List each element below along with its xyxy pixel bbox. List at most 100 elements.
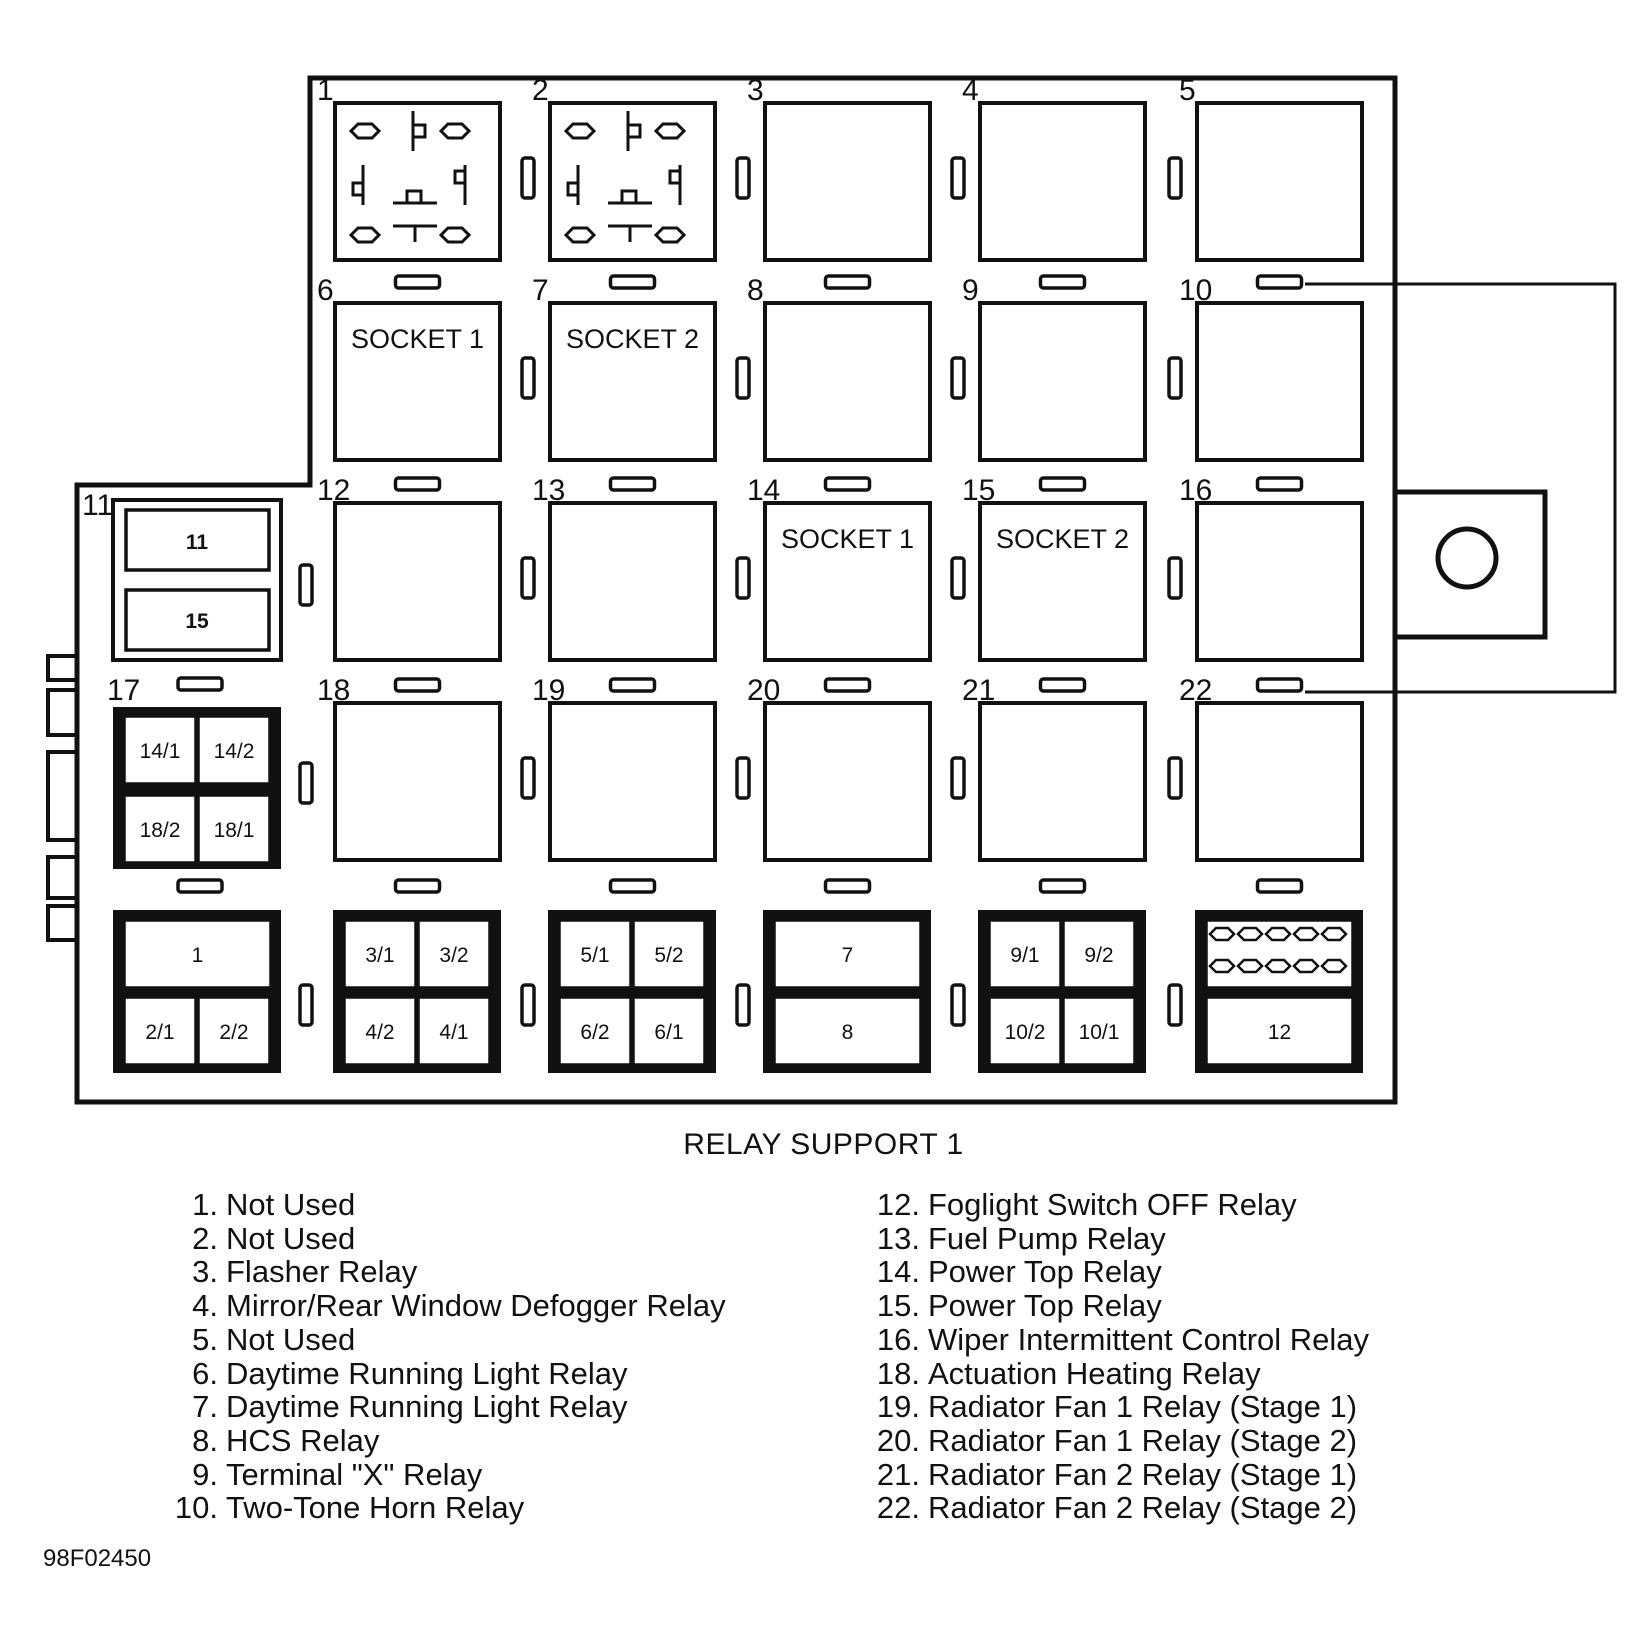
legend-text: HCS Relay	[226, 1422, 380, 1458]
legend-left-item: 7.Daytime Running Light Relay	[158, 1390, 726, 1424]
legend-text: Not Used	[226, 1220, 356, 1256]
position-number-20: 20	[747, 674, 780, 707]
legend-number: 7.	[192, 1389, 218, 1425]
fuse-11	[124, 508, 271, 572]
fuse-3-2	[416, 918, 492, 990]
terminal-slot	[176, 878, 224, 894]
relay-socket-8	[763, 301, 932, 462]
legend-text: Radiator Fan 2 Relay (Stage 2)	[928, 1490, 1358, 1526]
legend-left-item: 8.HCS Relay	[158, 1424, 726, 1458]
fuse-module-b4: 78	[763, 910, 931, 1073]
terminal-slot	[1167, 356, 1183, 400]
relay-pin-pattern-1	[348, 111, 472, 244]
fuse-7	[772, 918, 923, 990]
position-number-4: 4	[962, 74, 979, 107]
side-clips	[46, 654, 75, 942]
fuse-14-1	[122, 714, 198, 786]
terminal-slot	[608, 677, 657, 693]
fuse-module-b6: 12	[1195, 910, 1363, 1073]
legend-text: Flasher Relay	[226, 1254, 418, 1290]
position-number-13: 13	[532, 474, 565, 507]
terminal-slot	[608, 274, 657, 290]
fuse-4-1-label: 4/1	[439, 1021, 468, 1044]
legend-left-item: 5.Not Used	[158, 1323, 726, 1357]
terminal-slot	[823, 677, 872, 693]
fuse-8	[772, 995, 923, 1067]
terminal-slot	[735, 156, 751, 200]
legend-number: 22.	[876, 1490, 920, 1526]
legend-text: Power Top Relay	[928, 1254, 1162, 1290]
legend-number: 13.	[876, 1220, 920, 1256]
legend-right-item: 19.Radiator Fan 1 Relay (Stage 1)	[862, 1390, 1369, 1424]
position-number-6: 6	[317, 274, 334, 307]
terminal-slot	[393, 476, 442, 492]
fuse-9-1	[987, 918, 1063, 990]
legend-right-item: 22.Radiator Fan 2 Relay (Stage 2)	[862, 1491, 1369, 1525]
legend-text: Daytime Running Light Relay	[226, 1355, 628, 1391]
position-number-14: 14	[747, 474, 780, 507]
terminal-slot	[950, 356, 966, 400]
relay-socket-21	[978, 701, 1147, 862]
legend-text: Power Top Relay	[928, 1288, 1162, 1324]
terminal-slot	[393, 878, 442, 894]
terminal-slot	[735, 356, 751, 400]
position-number-12: 12	[317, 474, 350, 507]
relay-socket-6	[333, 301, 502, 462]
fuse-15	[124, 588, 271, 652]
fuse-5-1-label: 5/1	[580, 944, 609, 967]
legend-number: 5.	[192, 1321, 218, 1357]
relay-socket-22	[1195, 701, 1364, 862]
fuse-1-label: 1	[192, 944, 204, 967]
legend-number: 4.	[192, 1288, 218, 1324]
fuse-4-2	[342, 995, 418, 1067]
fuse-14-2	[196, 714, 272, 786]
fuse-3-1-label: 3/1	[365, 944, 394, 967]
pin-block-pattern	[1208, 926, 1348, 974]
position-number-1: 1	[317, 74, 334, 107]
fuse-2-1-label: 2/1	[145, 1021, 174, 1044]
fuse-18-2	[122, 793, 198, 865]
position-number-21: 21	[962, 674, 995, 707]
position-number-7: 7	[532, 274, 549, 307]
terminal-slot	[1255, 476, 1304, 492]
legend-text: Terminal "X" Relay	[226, 1456, 483, 1492]
relay-socket-15	[978, 501, 1147, 662]
legend-number: 19.	[876, 1389, 920, 1425]
legend-right-item: 14.Power Top Relay	[862, 1255, 1369, 1289]
relay-pin-pattern-2	[563, 111, 687, 244]
relay-socket-18	[333, 701, 502, 862]
legend-left-item: 6.Daytime Running Light Relay	[158, 1355, 726, 1391]
terminal-slot	[520, 756, 536, 800]
socket-label-15: SOCKET 2	[996, 524, 1129, 554]
terminal-slot	[520, 556, 536, 600]
legend-number: 9.	[192, 1456, 218, 1492]
fuse-5-1	[557, 918, 633, 990]
legend-left-item: 2.Not Used	[158, 1222, 726, 1256]
legend-number: 20.	[876, 1422, 920, 1458]
terminal-slot	[823, 476, 872, 492]
terminal-slot	[1255, 274, 1304, 290]
fuse-6-1	[631, 995, 707, 1067]
fuse-1	[122, 918, 273, 990]
legend-right-item: 21.Radiator Fan 2 Relay (Stage 1)	[862, 1457, 1369, 1492]
legend-number: 1.	[192, 1187, 218, 1222]
fuse-9-2	[1061, 918, 1137, 990]
terminal-slot	[393, 677, 442, 693]
fuse-10-2-label: 10/2	[1005, 1021, 1046, 1044]
terminal-slot	[823, 878, 872, 894]
legend-right-item: 16.Wiper Intermittent Control Relay	[862, 1323, 1369, 1357]
legend-number: 3.	[192, 1254, 218, 1290]
relay-socket-7	[548, 301, 717, 462]
socket-label-7: SOCKET 2	[566, 324, 699, 354]
legend-right-item: 13.Fuel Pump Relay	[862, 1222, 1369, 1256]
fuse-4-1	[416, 995, 492, 1067]
legend-number: 12.	[876, 1187, 920, 1222]
relay-socket-14	[763, 501, 932, 662]
legend-left-item: 9.Terminal "X" Relay	[158, 1456, 726, 1492]
position-number-15: 15	[962, 474, 995, 507]
terminal-slot	[1167, 983, 1183, 1027]
